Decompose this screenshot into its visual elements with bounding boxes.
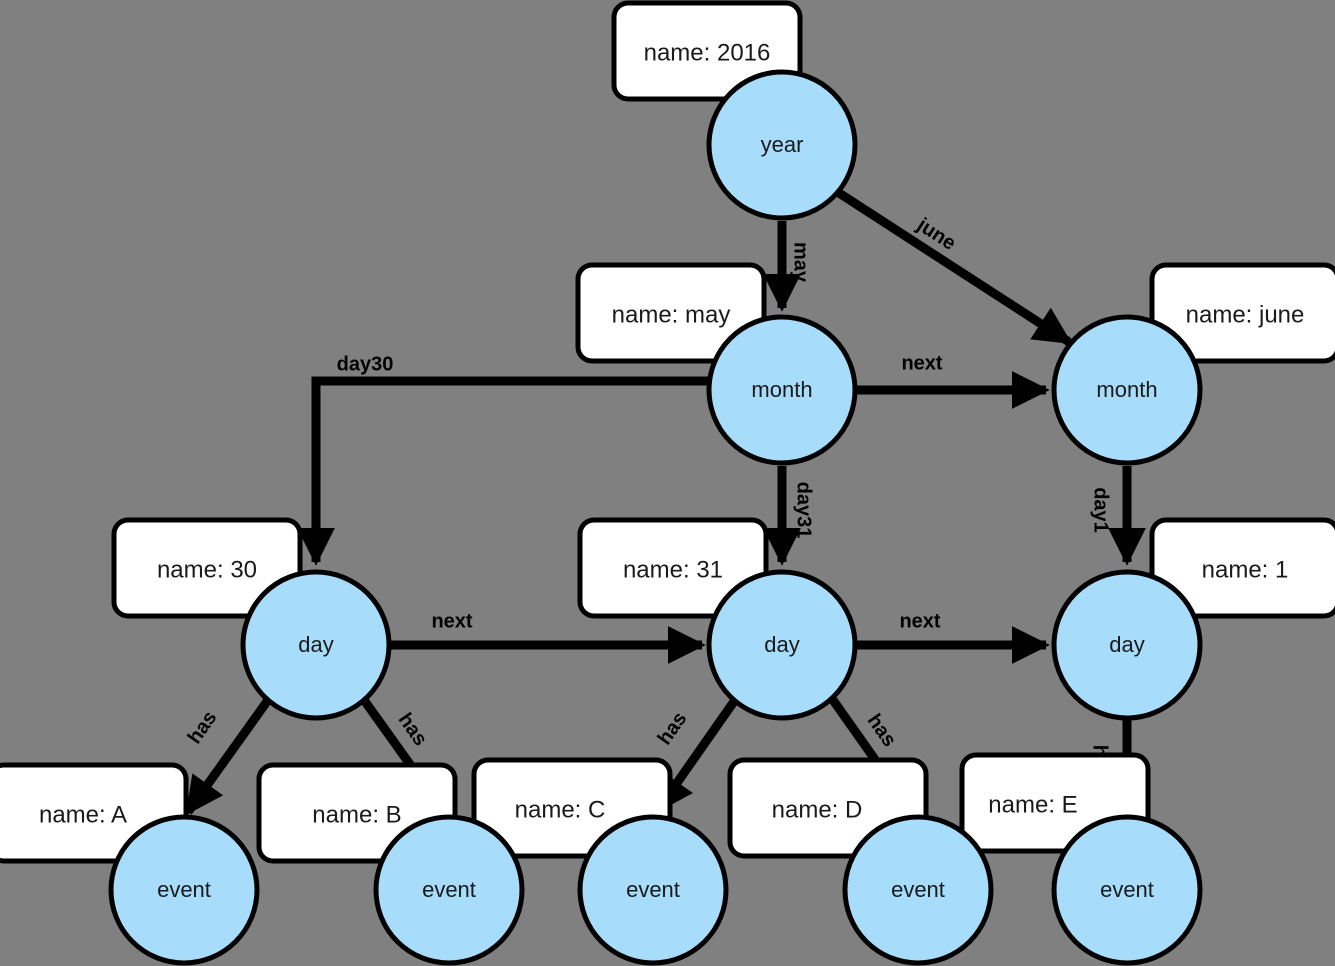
node-day-1-label: day bbox=[1109, 632, 1144, 657]
property-box-month-june: name: june bbox=[1149, 262, 1335, 364]
node-event-d-label: event bbox=[891, 877, 945, 902]
node-year-2016[interactable]: year bbox=[706, 69, 858, 221]
edge-may-label: may bbox=[790, 242, 812, 283]
property-box-month-may: name: may bbox=[575, 262, 767, 364]
edge-may[interactable]: may bbox=[763, 221, 812, 312]
property-box-day1: name: 1 bbox=[1149, 517, 1335, 619]
edge-day1-label: day1 bbox=[1090, 487, 1112, 533]
node-event-b[interactable]: event bbox=[373, 814, 525, 966]
property-box-month-may-text: name: may bbox=[612, 301, 731, 328]
edge-day30-label: day30 bbox=[337, 353, 394, 375]
property-box-year2016-rect bbox=[611, 0, 803, 102]
node-day-31[interactable]: day bbox=[706, 569, 858, 721]
node-month-may[interactable]: month bbox=[706, 314, 858, 466]
nodes-layer: year month month day day day bbox=[108, 69, 1203, 966]
edge-june-line bbox=[836, 189, 1073, 346]
property-box-day31-rect bbox=[577, 517, 769, 619]
node-event-a-circle bbox=[108, 814, 260, 966]
node-year-2016-label: year bbox=[761, 132, 804, 157]
node-day-31-circle bbox=[706, 569, 858, 721]
property-box-day1-text: name: 1 bbox=[1202, 556, 1289, 583]
edge-day30-line bbox=[297, 376, 709, 566]
property-box-day30-rect bbox=[111, 517, 303, 619]
property-box-year2016-text: name: 2016 bbox=[644, 39, 771, 66]
edge-june[interactable]: june bbox=[836, 189, 1073, 346]
property-box-event-b-text: name: B bbox=[312, 801, 401, 828]
edge-day30[interactable]: day30 bbox=[297, 353, 709, 566]
edge-has-a[interactable]: has bbox=[184, 697, 272, 816]
property-box-day31: name: 31 bbox=[577, 517, 769, 619]
node-month-june[interactable]: month bbox=[1051, 314, 1203, 466]
edge-next-day31-1-label: next bbox=[899, 610, 940, 632]
property-box-day31-text: name: 31 bbox=[623, 556, 723, 583]
node-event-c-circle bbox=[577, 814, 729, 966]
edge-next-months-label: next bbox=[901, 352, 942, 374]
node-day-1-circle bbox=[1051, 569, 1203, 721]
property-box-day1-rect bbox=[1149, 517, 1335, 619]
edge-next-day30-31[interactable]: next bbox=[391, 610, 706, 664]
property-box-event-a-text: name: A bbox=[39, 801, 127, 828]
node-event-d-circle bbox=[842, 814, 994, 966]
node-event-e-circle bbox=[1051, 814, 1203, 966]
edge-next-day30-31-label: next bbox=[431, 610, 472, 632]
node-event-a-label: event bbox=[157, 877, 211, 902]
edge-has-a-line bbox=[184, 697, 272, 816]
node-event-a[interactable]: event bbox=[108, 814, 260, 966]
node-event-c-label: event bbox=[626, 877, 680, 902]
node-year-2016-circle bbox=[706, 69, 858, 221]
property-boxes-layer: name: 2016 name: may name: june name: 30… bbox=[0, 0, 1335, 864]
edge-has-a-label: has bbox=[184, 707, 222, 748]
property-box-event-d-text: name: D bbox=[772, 796, 863, 823]
edge-day1[interactable]: day1 bbox=[1090, 466, 1146, 566]
node-event-d[interactable]: event bbox=[842, 814, 994, 966]
node-month-june-circle bbox=[1051, 314, 1203, 466]
node-day-31-label: day bbox=[764, 632, 799, 657]
property-box-year2016: name: 2016 bbox=[611, 0, 803, 102]
node-event-e-label: event bbox=[1100, 877, 1154, 902]
property-box-event-c-text: name: C bbox=[515, 796, 606, 823]
node-month-june-label: month bbox=[1096, 377, 1157, 402]
edge-next-months[interactable]: next bbox=[857, 352, 1050, 409]
edge-has-c-label: has bbox=[654, 708, 692, 749]
property-box-event-e-text: name: E bbox=[988, 791, 1077, 818]
node-event-b-label: event bbox=[422, 877, 476, 902]
property-box-month-june-rect bbox=[1149, 262, 1335, 364]
node-month-may-label: month bbox=[751, 377, 812, 402]
edge-next-day31-1[interactable]: next bbox=[857, 610, 1050, 664]
property-box-month-may-rect bbox=[575, 262, 767, 364]
node-day-30-label: day bbox=[298, 632, 333, 657]
property-box-day30: name: 30 bbox=[111, 517, 303, 619]
node-month-may-circle bbox=[706, 314, 858, 466]
node-day-30[interactable]: day bbox=[240, 569, 392, 721]
node-day-30-circle bbox=[240, 569, 392, 721]
edge-day31-label: day31 bbox=[793, 482, 815, 539]
node-event-c[interactable]: event bbox=[577, 814, 729, 966]
edge-day31[interactable]: day31 bbox=[763, 466, 815, 566]
property-box-month-june-text: name: june bbox=[1186, 301, 1305, 328]
node-event-e[interactable]: event bbox=[1051, 814, 1203, 966]
node-event-b-circle bbox=[373, 814, 525, 966]
node-day-1[interactable]: day bbox=[1051, 569, 1203, 721]
property-box-day30-text: name: 30 bbox=[157, 556, 257, 583]
